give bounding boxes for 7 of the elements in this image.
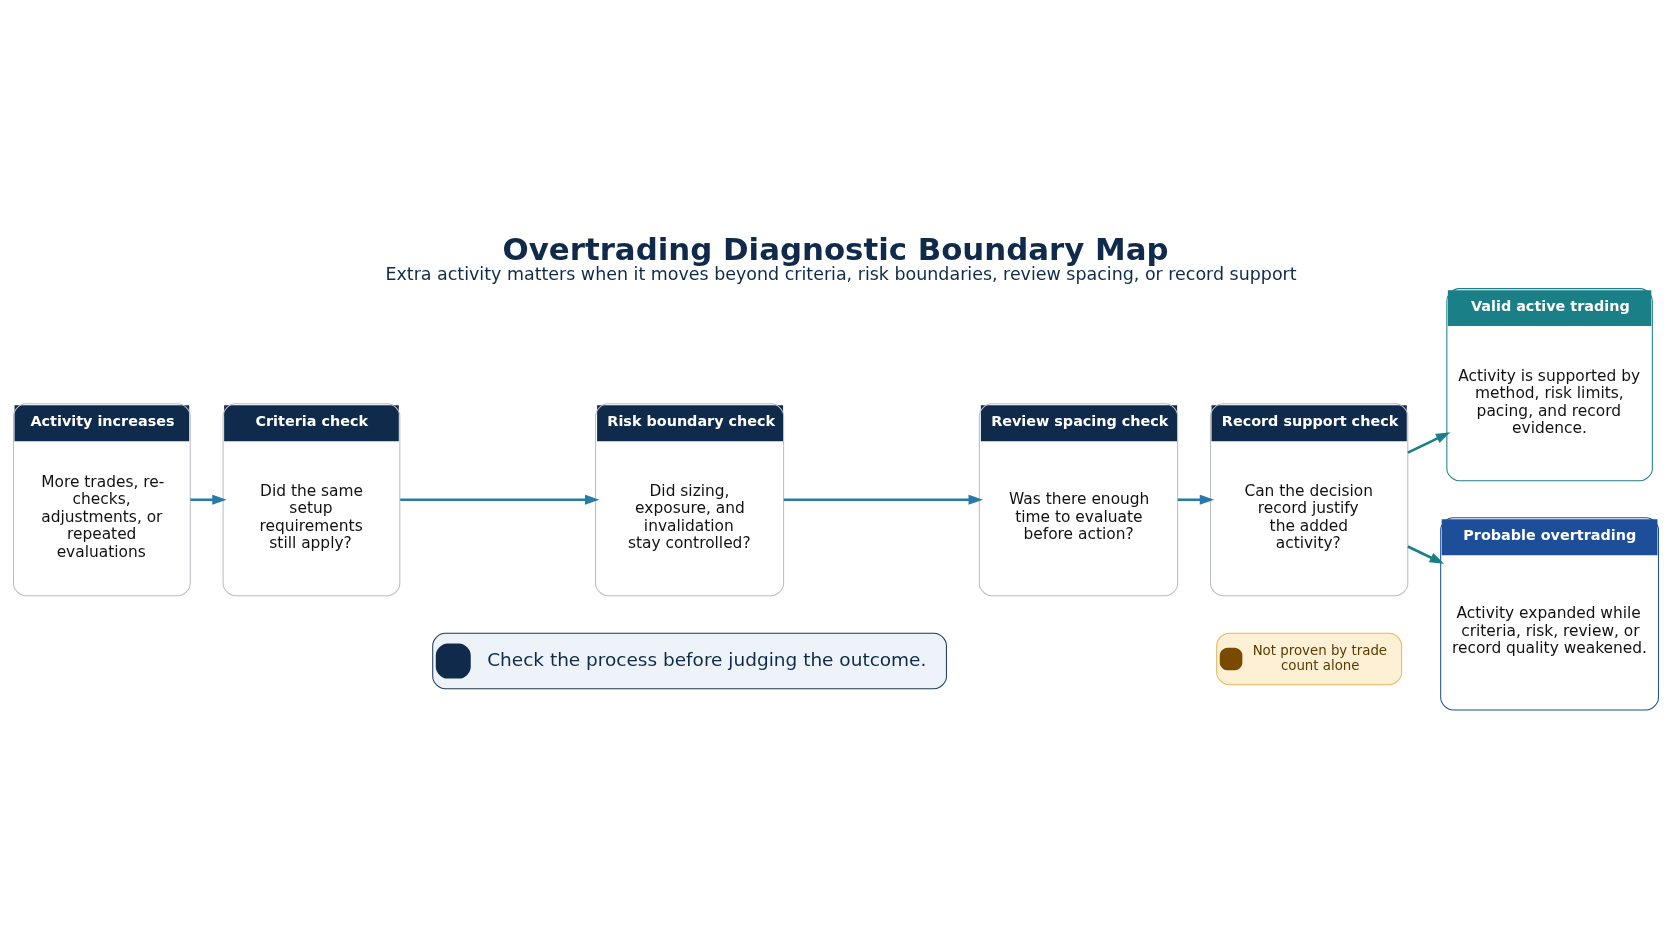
arrow: [190, 494, 227, 505]
arrow: [1407, 544, 1445, 564]
arrow: [1177, 494, 1215, 505]
diagram-title: Overtrading Diagnostic Boundary Map: [502, 230, 1169, 267]
arrow: [1407, 431, 1451, 454]
arrow: [783, 494, 983, 505]
arrow: [400, 494, 600, 505]
